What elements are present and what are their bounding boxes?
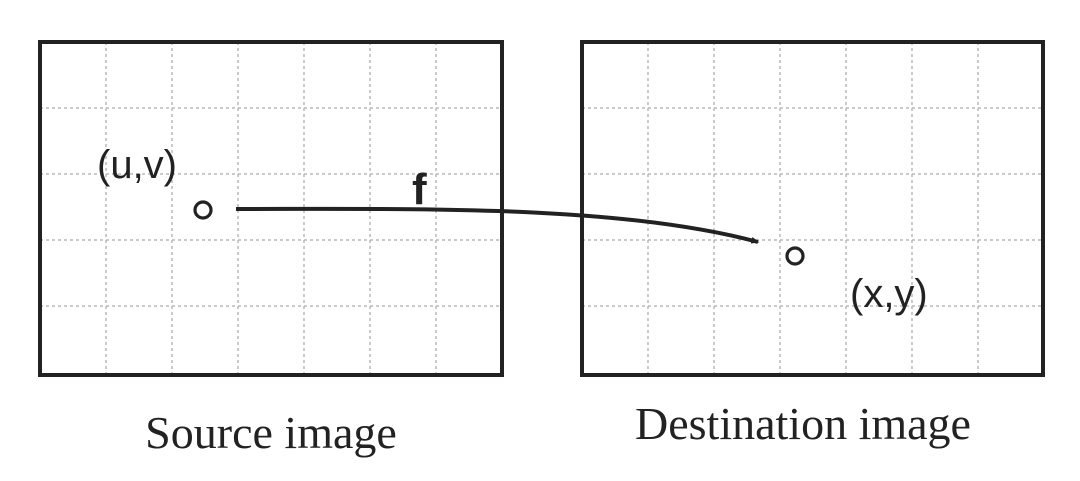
destination-image-frame bbox=[580, 40, 1045, 377]
mapping-function-label: f bbox=[412, 165, 427, 214]
mapping-arrow bbox=[235, 206, 760, 244]
destination-image-caption: Destination image bbox=[635, 398, 971, 449]
destination-point-marker bbox=[785, 246, 805, 266]
source-image-caption: Source image bbox=[145, 407, 397, 458]
destination-point-label: (x,y) bbox=[850, 272, 928, 316]
source-point-marker bbox=[193, 200, 213, 220]
destination-grid bbox=[582, 42, 1043, 375]
destination-image-panel bbox=[580, 40, 1045, 377]
source-point-label: (u,v) bbox=[97, 143, 177, 187]
source-image-frame bbox=[38, 40, 504, 377]
source-grid bbox=[40, 42, 502, 375]
source-image-panel bbox=[38, 40, 504, 377]
